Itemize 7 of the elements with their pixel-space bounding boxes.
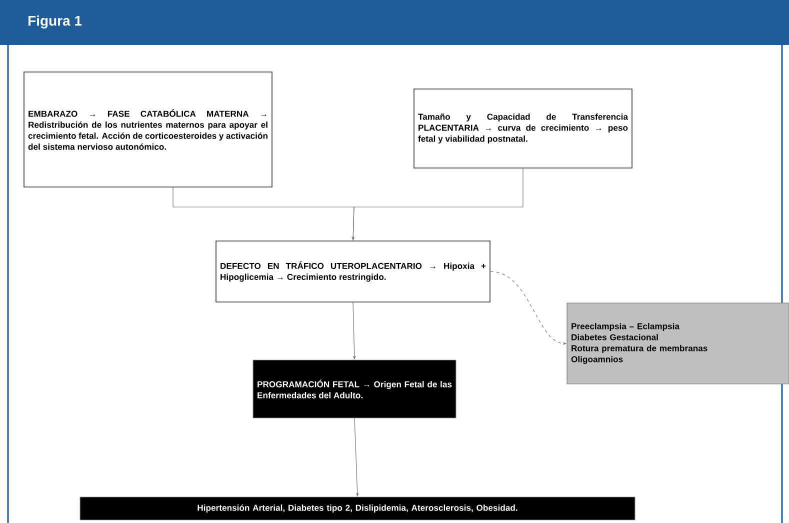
process-box: Tamaño y Capacidad de Transferencia PLACENTARIA → curva de crecimiento → peso fetal y viabilidad postnatal. <box>414 88 632 168</box>
complication-box: Preeclampsia – Eclampsia Diabetes Gestacional Rotura prematura de membranas Oligoamnios <box>566 302 789 384</box>
process-box: DEFECTO EN TRÁFICO UTEROPLACENTARIO → Hipoxia + Hipoglicemia → Crecimiento restringido. <box>216 240 490 302</box>
process-box: EMBARAZO → FASE CATABÓLICA MATERNA → Redistribución de los nutrientes maternos para apoyar el crecimiento fetal. Acción de corticoesteroides y activación del sistema nervioso autonómico. <box>24 72 272 188</box>
figure-title: Figura 1 <box>28 15 82 29</box>
outcome-box: Hipertensión Arterial, Diabetes tipo 2, Dislipidemia, Aterosclerosis, Obesidad. <box>80 496 636 520</box>
outcome-box: PROGRAMACIÓN FETAL → Origen Fetal de las Enfermedades del Adulto. <box>252 360 456 418</box>
